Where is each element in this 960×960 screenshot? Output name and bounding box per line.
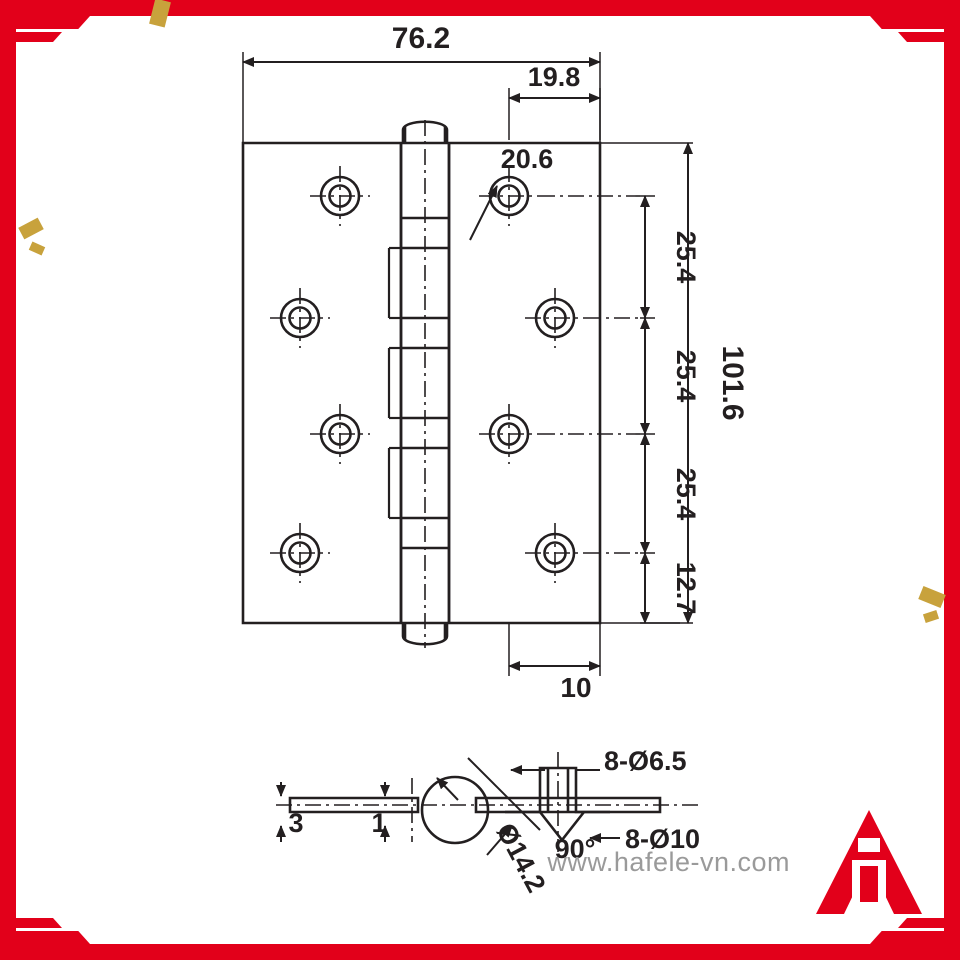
dim-overall-width: 76.2 [392,22,450,55]
hafele-logo-icon [816,810,922,914]
dim-leaf-thickness: 3 [288,808,303,838]
dim-leaf-offset-top: 19.8 [528,62,581,92]
website-url: www.hafele-vn.com [547,847,790,877]
dim-pitch-1: 25.4 [671,231,701,284]
dim-knuckle-gap: 1 [371,808,386,838]
dim-counterbore-holes: 8-Ø10 [625,824,700,854]
dim-overall-height: 101.6 [716,345,749,420]
dim-pitch-2: 25.4 [671,350,701,403]
frame-border-top [0,0,960,16]
dim-bottom-offset: 10 [560,672,591,703]
dim-pitch-3: 25.4 [671,468,701,521]
dim-countersink-angle: 90° [555,834,596,864]
dim-screw-holes: 8-Ø6.5 [604,746,687,776]
dim-edge-distance: 12.7 [671,562,701,615]
frame-border-right [944,0,960,960]
dim-knuckle-diameter: Ø14.2 [490,818,551,897]
dim-hole-offset-horizontal: 20.6 [501,144,554,174]
frame-border-left [0,0,16,960]
frame-border-bottom [0,944,960,960]
